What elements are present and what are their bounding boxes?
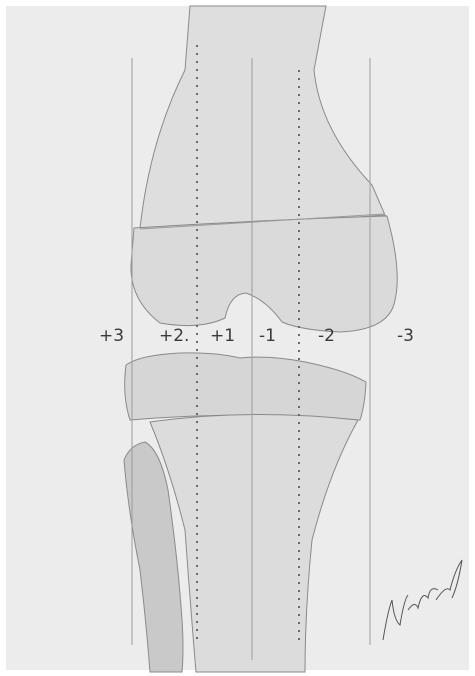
- femoral-condyles: [131, 216, 397, 332]
- zone-label-plus-3: +3: [99, 326, 124, 346]
- zone-label-plus-2: +2.: [159, 326, 189, 346]
- zone-label-minus-2: -2: [318, 326, 335, 346]
- artist-signature: [383, 560, 462, 640]
- zone-label-plus-1: +1: [210, 326, 235, 346]
- tibial-plateau: [125, 353, 366, 420]
- femur-shaft: [140, 6, 385, 228]
- zone-label-minus-3: -3: [397, 326, 414, 346]
- zone-label-minus-1: -1: [259, 326, 276, 346]
